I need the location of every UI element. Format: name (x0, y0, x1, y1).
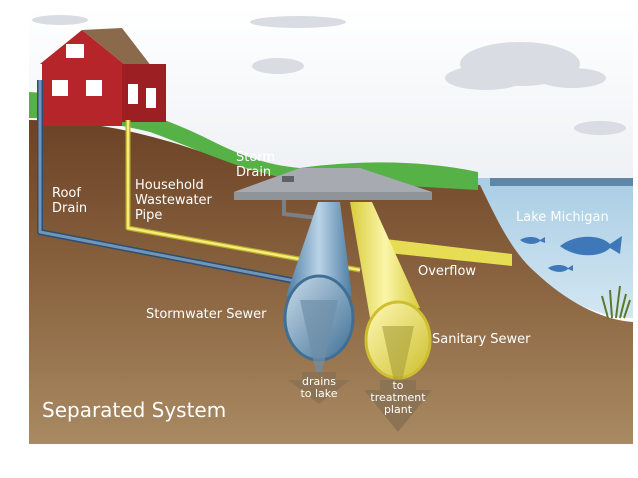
household-wastewater-pipe-label: Household Wastewater Pipe (135, 178, 212, 223)
overflow-pipe (360, 236, 512, 266)
household-label-line2: Wastewater (135, 193, 212, 208)
to-treatment-line2: treatment (370, 391, 426, 404)
household-wastewater-pipe (125, 120, 361, 273)
overflow-label: Overflow (418, 264, 477, 279)
storm-drain-label: Storm Drain (236, 150, 275, 180)
lake-michigan-label: Lake Michigan (516, 210, 609, 225)
storm-drain-label-line1: Storm (236, 150, 276, 165)
household-label-line3: Pipe (135, 208, 163, 223)
fish-icons (520, 236, 622, 272)
roof-drain-label-line2: Drain (52, 201, 88, 216)
roof-drain-label: Roof Drain (52, 186, 87, 216)
drains-to-lake-arrow (288, 372, 350, 404)
sanitary-sewer-label: Sanitary Sewer (432, 332, 531, 347)
roof-drain-label-line1: Roof (52, 186, 81, 201)
clouds (32, 15, 626, 135)
reeds (601, 285, 631, 319)
diagram-title: Separated System (42, 398, 227, 422)
lake-surface (490, 178, 633, 186)
drains-to-lake-label: drains to lake (300, 376, 337, 400)
to-treatment-line3: plant (383, 403, 413, 416)
to-treatment-plant-arrow (364, 380, 432, 432)
to-treatment-plant-label: to treatment plant (370, 380, 425, 416)
lake-michigan (478, 178, 633, 318)
household-label-line1: Household (135, 178, 204, 193)
to-treatment-line1: to (392, 379, 404, 392)
sanitary-sewer-pipe (350, 202, 432, 400)
drains-to-lake-line2: to lake (300, 387, 338, 400)
stormwater-sewer-pipe (283, 202, 355, 386)
stormwater-sewer-label: Stormwater Sewer (146, 307, 267, 322)
storm-drain (234, 168, 432, 220)
roof-drain-pipe (37, 80, 301, 285)
house (40, 28, 166, 126)
storm-drain-label-line2: Drain (236, 165, 272, 180)
drains-to-lake-line1: drains (301, 375, 336, 388)
